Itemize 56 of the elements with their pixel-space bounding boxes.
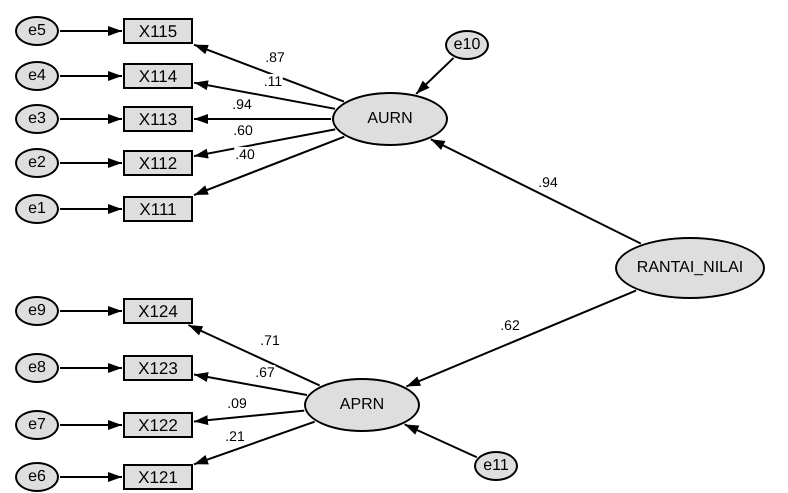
arrow <box>194 114 331 124</box>
arrow <box>194 80 336 110</box>
observed-variable-box: X111 <box>123 196 193 222</box>
latent-variable-ellipse: RANTAI_NILAI <box>615 237 765 299</box>
latent-variable-ellipse: AURN <box>332 92 448 146</box>
edge-label: .67 <box>254 365 276 379</box>
error-term-ellipse: e1 <box>15 194 59 224</box>
arrow <box>60 26 122 36</box>
error-term-ellipse: e11 <box>474 451 518 481</box>
arrow <box>194 128 336 158</box>
error-term-ellipse: e3 <box>15 104 59 134</box>
latent-variable-ellipse: APRN <box>304 378 420 432</box>
arrow <box>404 423 478 458</box>
arrow <box>194 44 344 102</box>
observed-variable-box: X123 <box>123 355 193 381</box>
error-term-ellipse: e2 <box>15 148 59 178</box>
arrow <box>194 136 345 196</box>
observed-variable-box: X122 <box>123 412 193 438</box>
error-term-ellipse: e4 <box>15 61 59 91</box>
error-term-ellipse: e7 <box>15 410 59 440</box>
observed-variable-box: X121 <box>123 464 193 490</box>
error-term-ellipse: e9 <box>15 296 59 326</box>
edge-label: .40 <box>234 147 256 161</box>
arrow <box>60 363 122 373</box>
arrow <box>60 114 122 124</box>
observed-variable-box: X115 <box>123 18 193 44</box>
arrow <box>194 420 315 466</box>
arrow <box>60 420 122 430</box>
observed-variable-box: X114 <box>123 63 193 89</box>
arrow <box>188 324 320 386</box>
arrow <box>60 472 122 482</box>
error-term-ellipse: e5 <box>15 16 59 46</box>
edge-label: .11 <box>262 74 284 88</box>
arrow <box>194 372 308 396</box>
edge-label: .94 <box>537 175 559 189</box>
observed-variable-box: X113 <box>123 106 193 132</box>
arrow <box>415 57 454 95</box>
edge-label: .60 <box>232 123 254 137</box>
arrow <box>430 138 642 244</box>
edge-label: .71 <box>259 333 281 347</box>
error-term-ellipse: e10 <box>445 30 489 60</box>
observed-variable-box: X112 <box>123 150 193 176</box>
edge-label: .94 <box>231 97 253 111</box>
edge-label: .87 <box>264 50 286 64</box>
edge-label: .62 <box>499 318 521 332</box>
error-term-ellipse: e6 <box>15 462 59 492</box>
arrow <box>194 410 304 426</box>
edge-label: .21 <box>224 429 246 443</box>
arrow <box>60 71 122 81</box>
arrow <box>406 290 636 388</box>
arrow <box>60 306 122 316</box>
arrow <box>60 204 122 214</box>
arrow <box>60 158 122 168</box>
edge-label: .09 <box>226 396 248 410</box>
observed-variable-box: X124 <box>123 298 193 324</box>
error-term-ellipse: e8 <box>15 353 59 383</box>
